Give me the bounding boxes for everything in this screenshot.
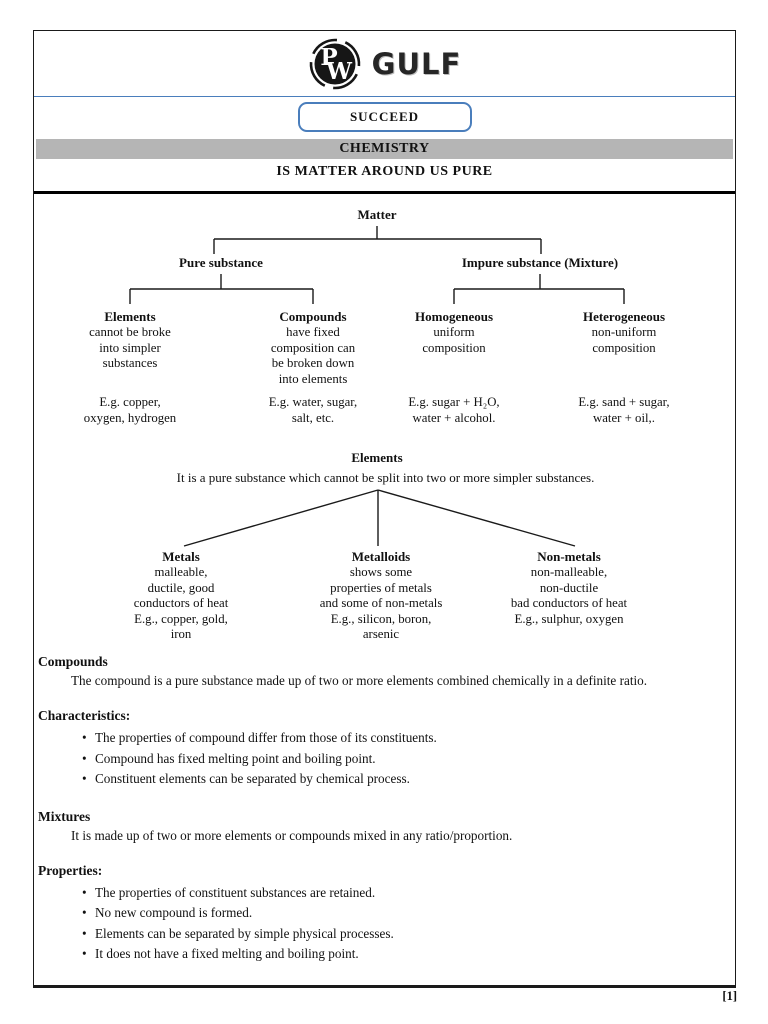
node-title: Elements: [104, 309, 156, 324]
subject-banner-label: CHEMISTRY: [339, 141, 430, 156]
bullet-item: • It does not have a fixed melting and b…: [82, 944, 734, 965]
node-title: Non-metals: [537, 549, 601, 564]
node-example: E.g. sugar + H₂O, water + alcohol.: [408, 395, 500, 425]
bullet-icon: •: [82, 884, 87, 900]
subject-banner: CHEMISTRY: [36, 139, 733, 159]
node-title: Compounds: [279, 309, 347, 324]
bullet-icon: •: [82, 771, 87, 786]
succeed-label: SUCCEED: [349, 109, 420, 124]
page-number: [1]: [722, 989, 737, 1003]
svg-text:P: P: [320, 44, 337, 71]
node-non-metals: Non-metals non-malleable, non-ductile ba…: [479, 548, 659, 627]
chapter-title: IS MATTER AROUND US PURE: [276, 164, 493, 179]
section-heading-properties: Properties:: [38, 862, 103, 878]
node-title: Metals: [162, 549, 200, 564]
brand-name: GULF: [371, 46, 462, 81]
succeed-badge: SUCCEED: [297, 102, 472, 132]
header-divider: [34, 191, 735, 194]
node-description: uniform composition: [422, 325, 486, 355]
node-example: E.g. sand + sugar, water + oil,.: [578, 395, 670, 425]
bullet-icon: •: [82, 946, 87, 961]
section-paragraph: The compound is a pure substance made up…: [71, 673, 648, 688]
node-description: have fixed composition can be broken dow…: [270, 325, 356, 386]
node-elements-leaf: Elements cannot be broke into simpler su…: [50, 308, 210, 426]
pw-logo-icon: P W: [309, 38, 360, 89]
node-title: Heterogeneous: [582, 309, 666, 324]
bullet-icon: •: [82, 925, 87, 941]
svg-text:W: W: [325, 58, 353, 85]
elements-section-description: It is a pure substance which cannot be s…: [176, 470, 595, 485]
bullet-item: • Compound has fixed melting point and b…: [82, 749, 734, 770]
bullet-item: • No new compound is formed.: [82, 903, 734, 924]
notes-sections: Compounds The compound is a pure substan…: [38, 654, 734, 965]
bullet-icon: •: [82, 905, 87, 920]
section-heading-mixtures: Mixtures: [38, 808, 91, 824]
bullet-item: • The properties of compound differ from…: [82, 728, 734, 749]
section-heading-compounds: Compounds: [38, 654, 108, 669]
bullet-item: • The properties of constituent substanc…: [82, 883, 734, 904]
bullet-item: • Constituent elements can be separated …: [82, 769, 734, 790]
bullet-item: • Elements can be separated by simple ph…: [82, 924, 734, 945]
node-compounds-leaf: Compounds have fixed composition can be …: [231, 308, 395, 426]
node-matter: Matter: [357, 207, 397, 222]
node-example: E.g. water, sugar, salt, etc.: [268, 395, 358, 425]
node-metals: Metals malleable, ductile, good conducto…: [91, 548, 271, 643]
node-description: non-uniform composition: [591, 325, 657, 355]
bullet-icon: •: [82, 730, 87, 745]
node-title: Metalloids: [351, 549, 411, 564]
tree-connector-lines: [129, 226, 625, 547]
node-heterogeneous-leaf: Heterogeneous non-uniform composition E.…: [542, 308, 706, 426]
document-page-border: P W GULF SUCCEED CHEMISTRY IS MATTER ARO…: [33, 30, 736, 988]
node-description: cannot be broke into simpler substances: [89, 325, 171, 370]
node-title: Homogeneous: [415, 309, 493, 324]
node-homogeneous-leaf: Homogeneous uniform composition E.g. sug…: [372, 308, 536, 426]
main-content: Matter Pure substance Impure substance (…: [34, 194, 735, 983]
elements-section-title: Elements: [351, 450, 403, 465]
bullet-icon: •: [82, 750, 87, 766]
header-logo-row: P W GULF: [34, 31, 735, 97]
node-metalloids: Metalloids shows some properties of meta…: [291, 548, 471, 643]
node-impure-substance: Impure substance (Mixture): [461, 255, 619, 270]
section-paragraph: It is made up of two or more elements or…: [71, 827, 513, 843]
node-example: E.g. copper, oxygen, hydrogen: [83, 395, 177, 425]
node-pure-substance: Pure substance: [179, 255, 263, 270]
section-heading-characteristics: Characteristics:: [38, 708, 131, 723]
